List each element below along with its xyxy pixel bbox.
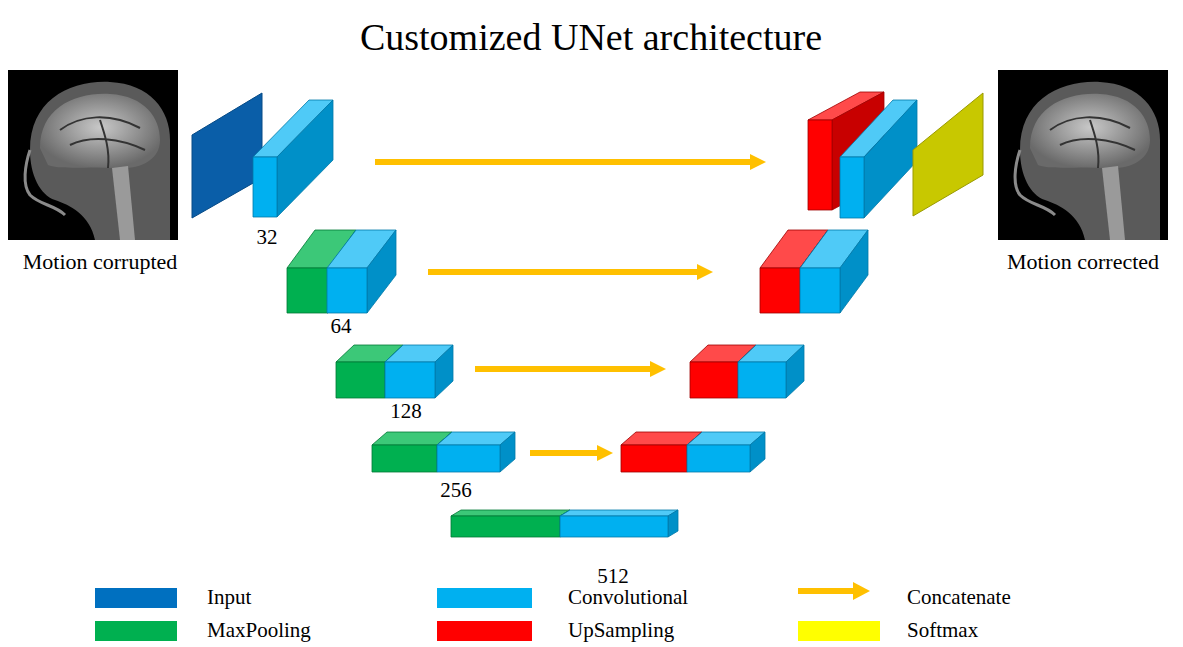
illustration-part (40, 94, 160, 168)
block-face (760, 268, 800, 313)
block-face (560, 510, 678, 516)
conv-block (840, 100, 917, 218)
illustration-part (1030, 94, 1150, 168)
block-face (668, 510, 678, 537)
legend-concatenate-arrow (798, 582, 870, 600)
illustration-part (1102, 166, 1125, 240)
block-face (277, 100, 333, 217)
illustration-part (1020, 82, 1160, 240)
illustration-part (853, 582, 870, 600)
image-caption: Motion corrected (1007, 250, 1159, 274)
channel-count: 32 (257, 226, 278, 249)
softmax-slab (913, 93, 983, 216)
illustration-part (530, 450, 598, 456)
illustration-part (597, 445, 613, 461)
channel-count: 512 (597, 565, 629, 588)
block-face (738, 362, 786, 398)
conv-block (687, 432, 765, 472)
block-face (864, 100, 917, 218)
legend-swatch (437, 621, 532, 641)
pool-block (451, 510, 570, 537)
block-face (621, 445, 687, 472)
mri-image-corrected (998, 70, 1168, 240)
legend-text: MaxPooling (207, 619, 311, 642)
block-face (451, 516, 560, 537)
conv-block (253, 100, 333, 217)
illustration-part (798, 588, 854, 594)
block-face (327, 268, 367, 313)
conv-block (560, 510, 678, 537)
illustration-part (112, 166, 135, 240)
illustration-part (375, 159, 751, 165)
block-face (687, 445, 750, 472)
illustration-part (750, 154, 766, 170)
block-face (840, 157, 864, 218)
illustration-part (8, 70, 178, 240)
mri-image-corrupted (8, 70, 178, 240)
image-caption: Motion corrupted (23, 250, 178, 274)
conv-block (437, 432, 515, 472)
illustration-part (1050, 117, 1135, 168)
block-face (437, 445, 500, 472)
legend-text: Softmax (907, 619, 978, 642)
legend-text: Concatenate (907, 586, 1011, 609)
illustration-part (475, 366, 651, 372)
conv-block (738, 345, 804, 398)
illustration-part (30, 82, 170, 240)
conv-block (800, 230, 868, 313)
block-face (336, 362, 385, 398)
illustration-part (998, 70, 1168, 240)
block-face (451, 510, 570, 516)
diagram-title: Customized UNet architecture (360, 17, 822, 59)
block-face (786, 345, 804, 398)
legend-text: UpSampling (568, 619, 674, 642)
legend-text: Convolutional (568, 586, 688, 609)
block-face (690, 362, 738, 398)
illustration-part (428, 269, 698, 275)
legend-swatch (95, 621, 177, 641)
block-face (253, 157, 277, 217)
legend-swatch (437, 588, 532, 608)
layer-blocks (253, 92, 917, 537)
block-face (367, 230, 396, 313)
block-face (750, 432, 765, 472)
block-face (560, 516, 668, 537)
illustration-part (650, 361, 666, 377)
legend-text: Input (207, 586, 251, 609)
block-face (435, 345, 453, 398)
block-face (372, 445, 437, 472)
legend-swatch (95, 588, 177, 608)
block-face (800, 268, 840, 313)
channel-count: 64 (331, 315, 352, 338)
block-face (808, 120, 832, 210)
input-slab (192, 93, 262, 218)
illustration-part (697, 264, 713, 280)
block-face (287, 268, 328, 313)
concatenate-arrows (375, 154, 766, 461)
channel-count: 256 (440, 479, 472, 502)
conv-block (327, 230, 396, 313)
illustration-part (60, 117, 145, 168)
block-face (500, 432, 515, 472)
legend-swatch (798, 621, 880, 641)
conv-block (385, 345, 453, 398)
illustration-part (25, 150, 65, 215)
block-face (385, 362, 435, 398)
illustration-part (1015, 150, 1055, 215)
channel-count: 128 (390, 400, 422, 423)
block-face (840, 230, 868, 313)
